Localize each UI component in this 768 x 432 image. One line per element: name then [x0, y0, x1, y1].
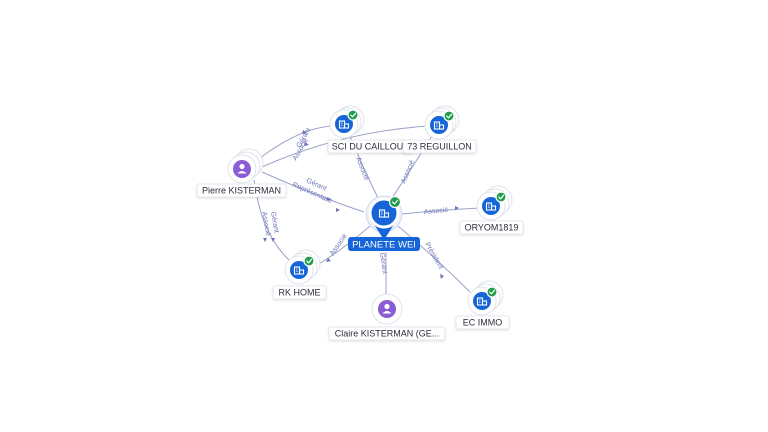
- edge-label-planete-sci: Associé: [354, 156, 370, 181]
- check-icon: [306, 258, 313, 264]
- node-claire-kisterman[interactable]: Claire KISTERMAN (GE...: [328, 293, 446, 341]
- arrow-icon: [271, 238, 275, 242]
- node-sci-du-cailloux[interactable]: SCI DU CAILLOUX: [327, 105, 414, 154]
- edge-pierre-reguillon: [261, 125, 429, 168]
- check-icon: [498, 194, 505, 200]
- arrow-icon: [302, 130, 307, 134]
- node-label-box: [455, 315, 510, 330]
- node-oryom1819[interactable]: ORYOM1819: [459, 185, 524, 235]
- verified-icon: [303, 255, 315, 267]
- node-planete-wei[interactable]: PLANETE WEI: [348, 195, 420, 251]
- arrow-icon: [327, 197, 331, 201]
- node-label: 73 REGUILLON: [407, 142, 472, 152]
- node-label-box: [402, 139, 477, 154]
- node-label-box: [272, 285, 327, 300]
- node-label: SCI DU CAILLOUX: [332, 142, 410, 152]
- edge-pierre-planete: [261, 171, 365, 213]
- node-label: ORYOM1819: [465, 223, 519, 233]
- edge-label-pierre-rk-1: Gérant: [269, 211, 280, 233]
- node-rk-home[interactable]: RK HOME: [272, 249, 327, 300]
- edge-planete-ec: [397, 225, 471, 293]
- node-label: Pierre KISTERMAN: [202, 186, 281, 196]
- edge-label-planete-oryom: Associé: [424, 207, 449, 216]
- verified-icon: [388, 195, 402, 209]
- arrow-icon: [440, 274, 444, 279]
- edge-label-planete-ec: Président: [423, 242, 444, 271]
- node-label-box: [196, 183, 287, 198]
- edge-pierre-sci: [259, 125, 333, 159]
- check-icon: [446, 113, 453, 119]
- check-icon: [391, 199, 399, 205]
- node-pierre-kisterman[interactable]: Pierre KISTERMAN: [196, 148, 287, 198]
- node-label: RK HOME: [278, 288, 320, 298]
- arrow-icon: [304, 142, 309, 146]
- node-label-box: [328, 326, 446, 341]
- arrow-icon: [336, 208, 340, 212]
- node-73-reguillon[interactable]: 73 REGUILLON: [402, 105, 477, 154]
- verified-icon: [495, 191, 507, 203]
- verified-icon: [347, 109, 359, 121]
- verified-icon: [486, 286, 498, 298]
- edge-label-pierre-rk-2: Associé: [260, 211, 271, 236]
- arrow-icon: [326, 258, 331, 262]
- edge-planete-oryom: [401, 207, 481, 215]
- check-icon: [489, 289, 496, 295]
- edge-label-planete-reguillon: Associé: [400, 159, 416, 184]
- check-icon: [350, 112, 357, 118]
- verified-icon: [443, 110, 455, 122]
- center-label-box: [348, 237, 420, 251]
- node-label: Claire KISTERMAN (GE...: [335, 329, 440, 339]
- node-ec-immo[interactable]: EC IMMO: [455, 280, 510, 330]
- node-label-box: [459, 220, 524, 235]
- node-label: EC IMMO: [463, 318, 503, 328]
- center-label: PLANETE WEI: [352, 240, 416, 251]
- arrow-icon: [263, 238, 267, 242]
- arrow-icon: [455, 206, 459, 210]
- edge-label-claire-planete: Gérant: [378, 252, 388, 274]
